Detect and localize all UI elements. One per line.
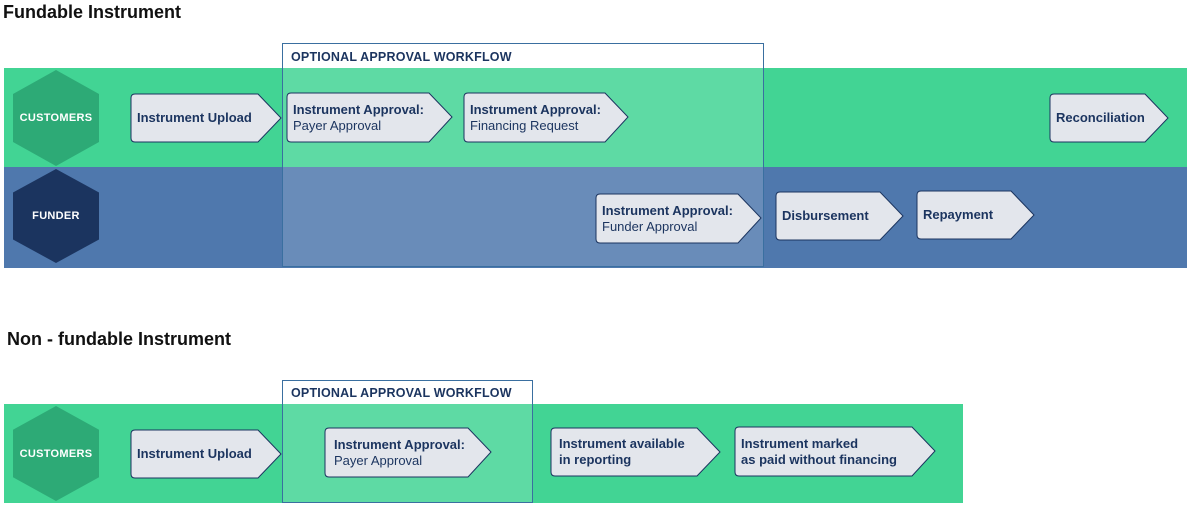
step-title-line1: Instrument available <box>559 436 685 451</box>
step-title: Instrument Approval: <box>293 101 424 117</box>
optional-approval-workflow-label: OPTIONAL APPROVAL WORKFLOW <box>291 50 512 64</box>
funder-lane-hexagon: FUNDER <box>13 169 99 263</box>
non-fundable-instrument-title: Non - fundable Instrument <box>7 329 231 349</box>
arrow-shape <box>734 426 936 477</box>
arrow-shape <box>1049 93 1169 143</box>
step-financing-request[interactable]: Instrument Approval:Financing Request <box>463 92 629 143</box>
customers-lane-hexagon: CUSTOMERS <box>13 70 99 166</box>
step-title: Instrument Approval: <box>602 202 733 218</box>
arrow-shape <box>595 193 762 244</box>
step-title: Instrument Upload <box>137 446 252 461</box>
step-title-line2: as paid without financing <box>741 451 897 467</box>
step-title: Instrument Upload <box>137 110 252 125</box>
arrow-shape <box>463 92 629 143</box>
arrow-shape <box>286 92 453 143</box>
step-text: Instrument Approval:Payer Approval <box>293 92 435 143</box>
arrow-shape <box>130 93 282 143</box>
step-text: Instrument Approval:Financing Request <box>470 92 611 143</box>
step-disbursement[interactable]: Disbursement <box>775 191 904 241</box>
step-text: Disbursement <box>782 191 886 241</box>
optional-approval-workflow-label-2: OPTIONAL APPROVAL WORKFLOW <box>291 386 512 400</box>
step-funder-approval[interactable]: Instrument Approval:Funder Approval <box>595 193 762 244</box>
step-subtitle: Payer Approval <box>334 452 423 468</box>
arrow-shape <box>324 427 492 478</box>
step-payer-approval-2[interactable]: Instrument Approval:Payer Approval <box>324 427 492 478</box>
step-title: Instrument Approval: <box>470 101 601 117</box>
step-text: Instrument Upload <box>137 429 264 479</box>
step-text: Repayment <box>923 190 1017 240</box>
step-text: Instrument Upload <box>137 93 264 143</box>
step-payer-approval[interactable]: Instrument Approval:Payer Approval <box>286 92 453 143</box>
arrow-shape <box>916 190 1035 240</box>
arrow-shape <box>550 427 721 477</box>
step-title: Reconciliation <box>1056 110 1145 125</box>
arrow-shape <box>775 191 904 241</box>
step-reconciliation[interactable]: Reconciliation <box>1049 93 1169 143</box>
step-title: Repayment <box>923 207 994 222</box>
step-title-line1: Instrument marked <box>741 435 859 451</box>
step-text: Reconciliation <box>1056 93 1151 143</box>
step-text: Instrument Approval:Payer Approval <box>334 427 474 478</box>
step-text: Instrument Approval:Funder Approval <box>602 193 744 244</box>
step-title-line2: in reporting <box>559 452 632 467</box>
step-subtitle: Financing Request <box>470 117 579 133</box>
arrow-shape <box>130 429 282 479</box>
step-subtitle: Payer Approval <box>293 117 382 133</box>
step-subtitle: Funder Approval <box>602 218 698 234</box>
step-repayment[interactable]: Repayment <box>916 190 1035 240</box>
step-title: Disbursement <box>782 208 869 223</box>
step-title: Instrument Approval: <box>334 436 465 452</box>
customers-lane-hexagon-2: CUSTOMERS <box>13 406 99 501</box>
step-instrument-upload-2[interactable]: Instrument Upload <box>130 429 282 479</box>
fundable-instrument-title: Fundable Instrument <box>3 2 182 22</box>
step-instrument-upload[interactable]: Instrument Upload <box>130 93 282 143</box>
